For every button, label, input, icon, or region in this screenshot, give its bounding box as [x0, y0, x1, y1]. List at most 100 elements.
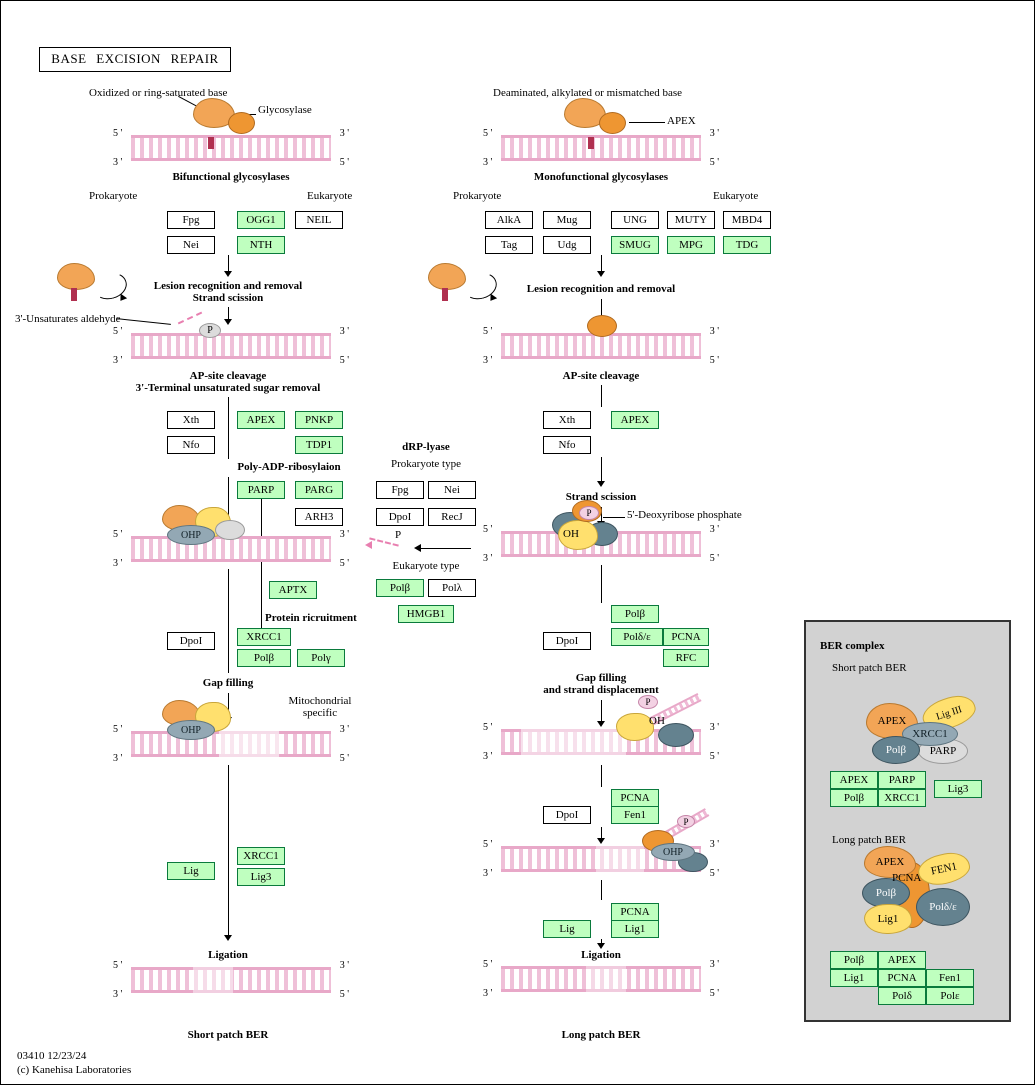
- dna-end-label: 5 ': [483, 128, 493, 139]
- gene-box-poll[interactable]: Polλ: [428, 579, 476, 597]
- gene-box-parg[interactable]: PARG: [295, 481, 343, 499]
- drp-dashed-arrowhead: [361, 541, 372, 549]
- step-title-lesion-recognition: Lesion recognition and removal: [153, 280, 303, 292]
- gene-box-polb[interactable]: Polβ: [237, 649, 291, 667]
- gene-box-tag[interactable]: Tag: [485, 236, 533, 254]
- dna-end-label: 3 ': [339, 724, 349, 735]
- gene-box-rfc[interactable]: RFC: [663, 649, 709, 667]
- gene-box-xrcc1[interactable]: XRCC1: [237, 628, 291, 646]
- gene-box-muty[interactable]: MUTY: [667, 211, 715, 229]
- gene-box-apex[interactable]: APEX: [830, 771, 878, 789]
- dna-end-label: 3 ': [483, 553, 493, 564]
- gene-box-dpoi[interactable]: DpoI: [167, 632, 215, 650]
- apex-blob: [599, 112, 626, 134]
- gene-box-pcna[interactable]: PCNA: [878, 969, 926, 987]
- gene-box-pcna[interactable]: PCNA: [663, 628, 709, 646]
- oxidized-base-label: Oxidized or ring-saturated base: [89, 87, 228, 99]
- polb-blob: Polβ: [862, 878, 910, 908]
- gene-box-neil[interactable]: NEIL: [295, 211, 343, 229]
- gene-box-polb[interactable]: Polβ: [611, 605, 659, 623]
- gene-box-ogg1[interactable]: OGG1: [237, 211, 285, 229]
- polb-blob: Polβ: [872, 736, 920, 764]
- gene-box-polb[interactable]: Polβ: [830, 951, 878, 969]
- gene-box-nei[interactable]: Nei: [428, 481, 476, 499]
- gene-box-nfo[interactable]: Nfo: [543, 436, 591, 454]
- flow-arrowhead: [597, 271, 605, 281]
- gene-box-dpoi[interactable]: DpoI: [543, 632, 591, 650]
- gene-box-lig1[interactable]: Lig1: [830, 969, 878, 987]
- step-title-gap-filling: Gap filling: [202, 677, 254, 689]
- eukaryote-label: Eukaryote: [307, 190, 353, 202]
- gene-box-fen1[interactable]: Fen1: [926, 969, 974, 987]
- dna-strand: 5 ' 3 ' 3 ' 5 ': [113, 326, 349, 366]
- flow-arrowhead: [597, 481, 605, 491]
- dna-strand: 5 ' 3 ' 3 ' 5 ': [113, 960, 349, 1000]
- dna-strand: 5 ' 3 ' 3 ' 5 ': [113, 724, 349, 764]
- gene-box-lig[interactable]: Lig: [167, 862, 215, 880]
- gene-box-parp[interactable]: PARP: [878, 771, 926, 789]
- pathway-id: 03410 12/23/24: [17, 1050, 87, 1062]
- gene-box-fpg[interactable]: Fpg: [376, 481, 424, 499]
- gene-box-xrcc1[interactable]: XRCC1: [878, 789, 926, 807]
- gene-box-ung[interactable]: UNG: [611, 211, 659, 229]
- gene-box-mbd4[interactable]: MBD4: [723, 211, 771, 229]
- gene-box-alka[interactable]: AlkA: [485, 211, 533, 229]
- gene-box-lig1[interactable]: Lig1: [611, 920, 659, 938]
- gene-box-apex[interactable]: APEX: [878, 951, 926, 969]
- gene-box-arh3[interactable]: ARH3: [295, 508, 343, 526]
- dna-strand: 5 ' 3 ' 3 ' 5 ': [483, 128, 719, 168]
- gene-box-dpoi[interactable]: DpoI: [543, 806, 591, 824]
- gene-box-polb[interactable]: Polβ: [830, 789, 878, 807]
- ohp-blob: OHP: [167, 525, 215, 545]
- flow-arrowhead: [597, 838, 605, 848]
- gene-box-lig3[interactable]: Lig3: [934, 780, 982, 798]
- gene-box-polde[interactable]: Polδ/ε: [611, 628, 663, 646]
- phosphate-blob: P: [638, 695, 658, 709]
- gene-box-nth[interactable]: NTH: [237, 236, 285, 254]
- dna-end-label: 5 ': [709, 868, 719, 879]
- gene-box-lig3[interactable]: Lig3: [237, 868, 285, 886]
- callout-line: [117, 318, 171, 325]
- gene-box-apex[interactable]: APEX: [611, 411, 659, 429]
- gene-box-nfo[interactable]: Nfo: [167, 436, 215, 454]
- gene-box-mpg[interactable]: MPG: [667, 236, 715, 254]
- eukaryote-label: Eukaryote: [713, 190, 759, 202]
- dna-new-strand-region: [596, 846, 644, 872]
- gene-box-fpg[interactable]: Fpg: [167, 211, 215, 229]
- excised-base-blob: [57, 263, 95, 290]
- gene-box-xrcc1[interactable]: XRCC1: [237, 847, 285, 865]
- gene-box-xth[interactable]: Xth: [543, 411, 591, 429]
- gene-box-polb[interactable]: Polβ: [376, 579, 424, 597]
- gene-box-hmgb1[interactable]: HMGB1: [398, 605, 454, 623]
- gene-box-nei[interactable]: Nei: [167, 236, 215, 254]
- gene-box-tdp1[interactable]: TDP1: [295, 436, 343, 454]
- gene-box-pcna[interactable]: PCNA: [611, 789, 659, 807]
- lig1-blob: Lig1: [864, 904, 912, 934]
- gene-box-udg[interactable]: Udg: [543, 236, 591, 254]
- gene-box-fen1[interactable]: Fen1: [611, 806, 659, 824]
- ligase-protein-blob: [558, 520, 598, 550]
- gene-box-polg[interactable]: Polγ: [297, 649, 345, 667]
- gene-box-pnkp[interactable]: PNKP: [295, 411, 343, 429]
- pathway-title[interactable]: BASE EXCISION REPAIR: [39, 47, 231, 72]
- gene-box-lig[interactable]: Lig: [543, 920, 591, 938]
- gene-box-xth[interactable]: Xth: [167, 411, 215, 429]
- gene-box-apex[interactable]: APEX: [237, 411, 285, 429]
- gene-box-pold[interactable]: Polδ: [878, 987, 926, 1005]
- flow-line: [601, 385, 602, 407]
- mitochondrial-label: Mitochondrial specific: [288, 695, 352, 719]
- dna-end-label: 3 ': [709, 839, 719, 850]
- damaged-base-mark: [208, 137, 214, 149]
- gene-box-dpoi[interactable]: DpoI: [376, 508, 424, 526]
- gene-box-pcna[interactable]: PCNA: [611, 903, 659, 921]
- gene-box-parp[interactable]: PARP: [237, 481, 285, 499]
- dna-end-label: 5 ': [483, 524, 493, 535]
- dna-strand: 5 ' 3 ' 3 ' 5 ': [113, 128, 349, 168]
- gene-box-mug[interactable]: Mug: [543, 211, 591, 229]
- gene-box-pole[interactable]: Polε: [926, 987, 974, 1005]
- gene-box-smug[interactable]: SMUG: [611, 236, 659, 254]
- step-title-bifunctional: Bifunctional glycosylases: [172, 171, 290, 183]
- gene-box-aptx[interactable]: APTX: [269, 581, 317, 599]
- gene-box-recj[interactable]: RecJ: [428, 508, 476, 526]
- gene-box-tdg[interactable]: TDG: [723, 236, 771, 254]
